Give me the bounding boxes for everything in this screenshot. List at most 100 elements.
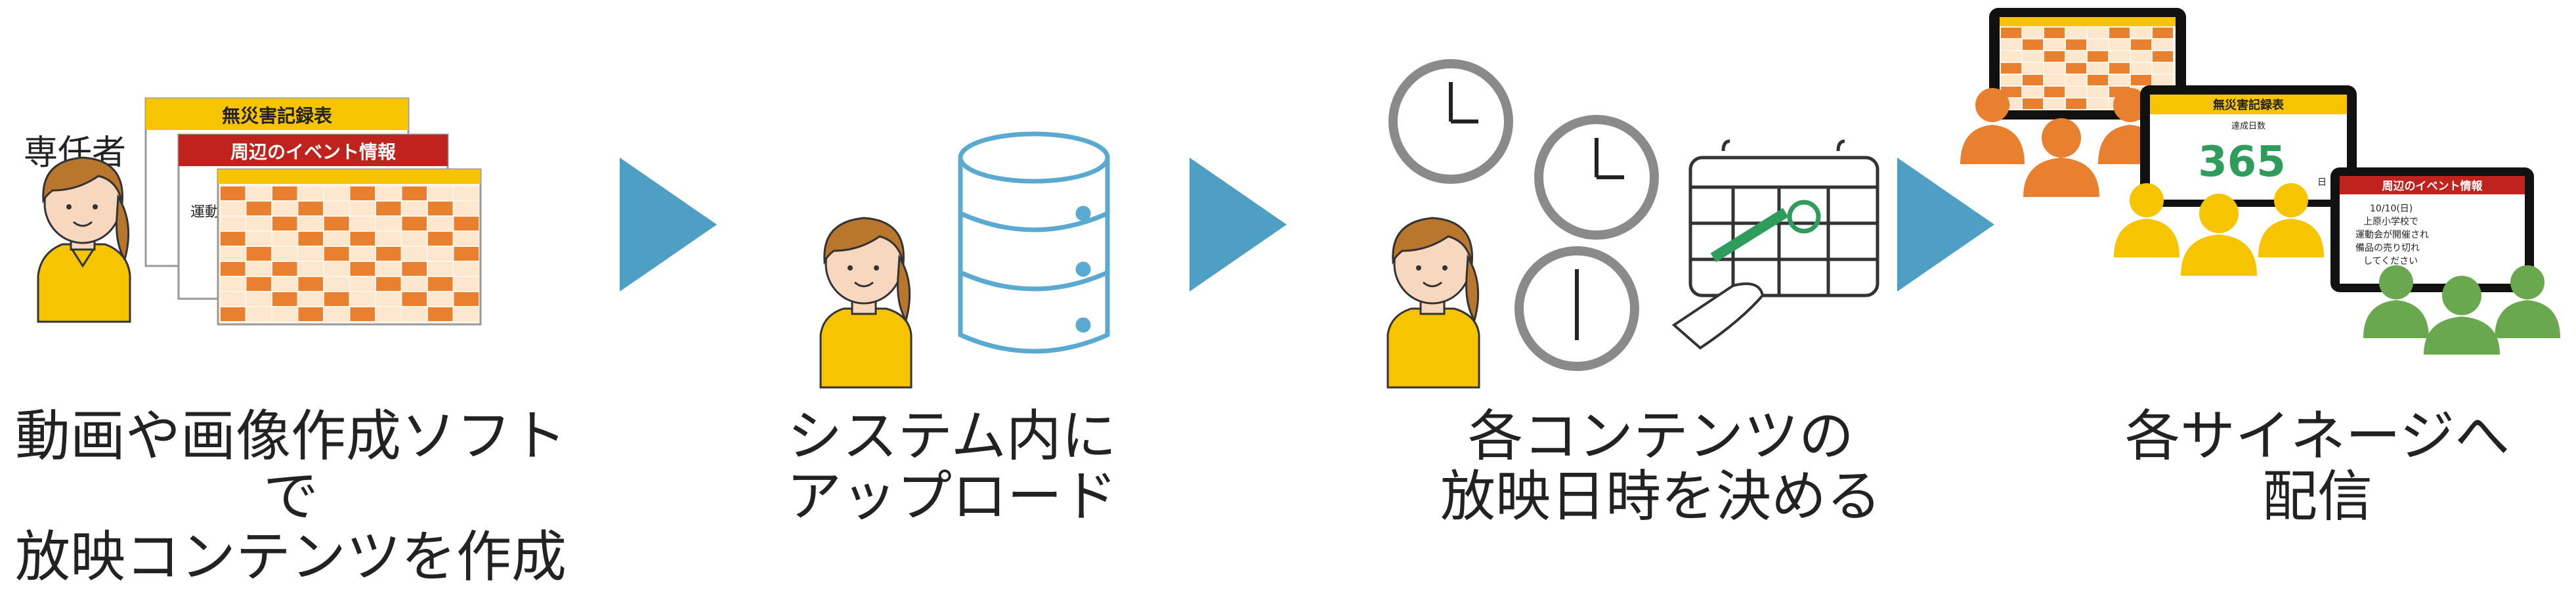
schedule-cell (2044, 51, 2065, 62)
schedule-cell (246, 277, 271, 291)
schedule-cell (324, 262, 349, 276)
schedule-cell (402, 307, 427, 321)
schedule-cell (272, 277, 297, 291)
schedule-cell (2066, 51, 2086, 62)
schedule-cell (2066, 87, 2086, 97)
schedule-cell (221, 232, 246, 246)
schedule-cell (246, 202, 271, 215)
step1-caption-line2: 放映コンテンツを作成 (14, 525, 567, 589)
step2-caption-line2: アップロード (786, 464, 1117, 529)
clock-icon (1388, 59, 1513, 184)
schedule-cell (272, 217, 297, 230)
schedule-cell (2088, 75, 2108, 85)
schedule-cell (246, 247, 271, 261)
schedule-cell (272, 307, 297, 321)
screen-event-line2: 運動会が開催され (2355, 230, 2429, 240)
schedule-cell (298, 247, 323, 261)
schedule-cell (454, 262, 479, 276)
schedule-cell (402, 292, 427, 306)
screen-event-line4: してください (2363, 256, 2418, 267)
step4-caption: 各サイネージへ 配信 (2022, 406, 2576, 527)
schedule-cell (246, 307, 271, 321)
schedule-cell (2153, 75, 2173, 85)
schedule-cell (2088, 39, 2108, 50)
schedule-cell (454, 217, 479, 230)
schedule-cell (376, 262, 401, 276)
screen-event-line1: 上原小学校で (2363, 216, 2418, 227)
schedule-cell (402, 232, 427, 246)
schedule-cell (246, 232, 271, 246)
step1-illustration: 無災害記録表 周辺のイベント情報 運動 備品 (37, 97, 482, 326)
schedule-cell (298, 262, 323, 276)
pen-hand-icon (1671, 207, 1789, 350)
schedule-cell (2088, 87, 2108, 97)
schedule-cell (298, 186, 323, 200)
screen-record-subtitle: 達成日数 (2231, 121, 2265, 131)
schedule-cell (376, 292, 401, 306)
schedule-cell (2088, 98, 2108, 109)
schedule-cell (221, 262, 246, 276)
database-icon (958, 131, 1110, 354)
schedule-cell (376, 277, 401, 291)
schedule-cell (221, 247, 246, 261)
schedule-cell (2066, 75, 2086, 85)
arrow-right-icon (1897, 158, 1994, 292)
schedule-cell (2023, 98, 2043, 109)
schedule-cell (2131, 39, 2151, 50)
card-event-info-title: 周辺のイベント情報 (230, 141, 397, 163)
schedule-cell (2001, 28, 2021, 38)
schedule-cell (221, 217, 246, 230)
schedule-cell (350, 277, 375, 291)
schedule-cell (246, 262, 271, 276)
schedule-cell (2131, 75, 2151, 85)
step2-illustration (819, 131, 1110, 389)
schedule-cell (2023, 63, 2043, 74)
clock-icon (1534, 115, 1659, 240)
schedule-cell (2001, 63, 2021, 74)
flow-diagram: 専任者 無災害記録表 周辺のイベント情報 運動 備品 (15, 8, 2576, 587)
schedule-cell (2044, 87, 2065, 97)
step4-caption-line1: 各サイネージへ (2124, 404, 2510, 468)
schedule-cell (324, 232, 349, 246)
step4-caption-line2: 配信 (2262, 464, 2372, 529)
staff-person-icon (37, 156, 131, 323)
schedule-cell (350, 292, 375, 306)
schedule-cell (2131, 28, 2151, 38)
card-no-accident-title: 無災害記録表 (222, 105, 332, 127)
schedule-cell (376, 186, 401, 200)
schedule-cell (402, 186, 427, 200)
audience-group-green-icon (2363, 265, 2560, 355)
screen-record-unit: 日 (2317, 177, 2327, 188)
schedule-cell (221, 277, 246, 291)
schedule-cell (454, 277, 479, 291)
schedule-cell (272, 247, 297, 261)
schedule-cell (272, 262, 297, 276)
schedule-cell (2153, 63, 2173, 74)
schedule-cell (298, 232, 323, 246)
schedule-cell (2044, 98, 2065, 109)
schedule-cell (272, 202, 297, 215)
schedule-cell (376, 217, 401, 230)
schedule-cell (298, 277, 323, 291)
schedule-cell (350, 202, 375, 215)
schedule-cell (402, 277, 427, 291)
schedule-cell (2109, 63, 2130, 74)
schedule-cell (2023, 28, 2043, 38)
schedule-cell (2153, 28, 2173, 38)
schedule-cell (298, 217, 323, 230)
card-schedule-table (217, 168, 482, 326)
schedule-cell (454, 186, 479, 200)
schedule-cell (2066, 63, 2086, 74)
step3-caption-line1: 各コンテンツの (1467, 404, 1854, 468)
schedule-cell (2131, 51, 2151, 62)
step3-caption-line2: 放映日時を決める (1440, 464, 1881, 529)
schedule-cell (428, 232, 453, 246)
schedule-cell (2023, 87, 2043, 97)
schedule-cell (221, 292, 246, 306)
schedule-cell (376, 307, 401, 321)
step2-caption: システム内に アップロード (656, 406, 1247, 527)
schedule-cell (376, 202, 401, 215)
staff-person-icon (1386, 217, 1480, 389)
schedule-cell (350, 247, 375, 261)
schedule-cell (454, 247, 479, 261)
